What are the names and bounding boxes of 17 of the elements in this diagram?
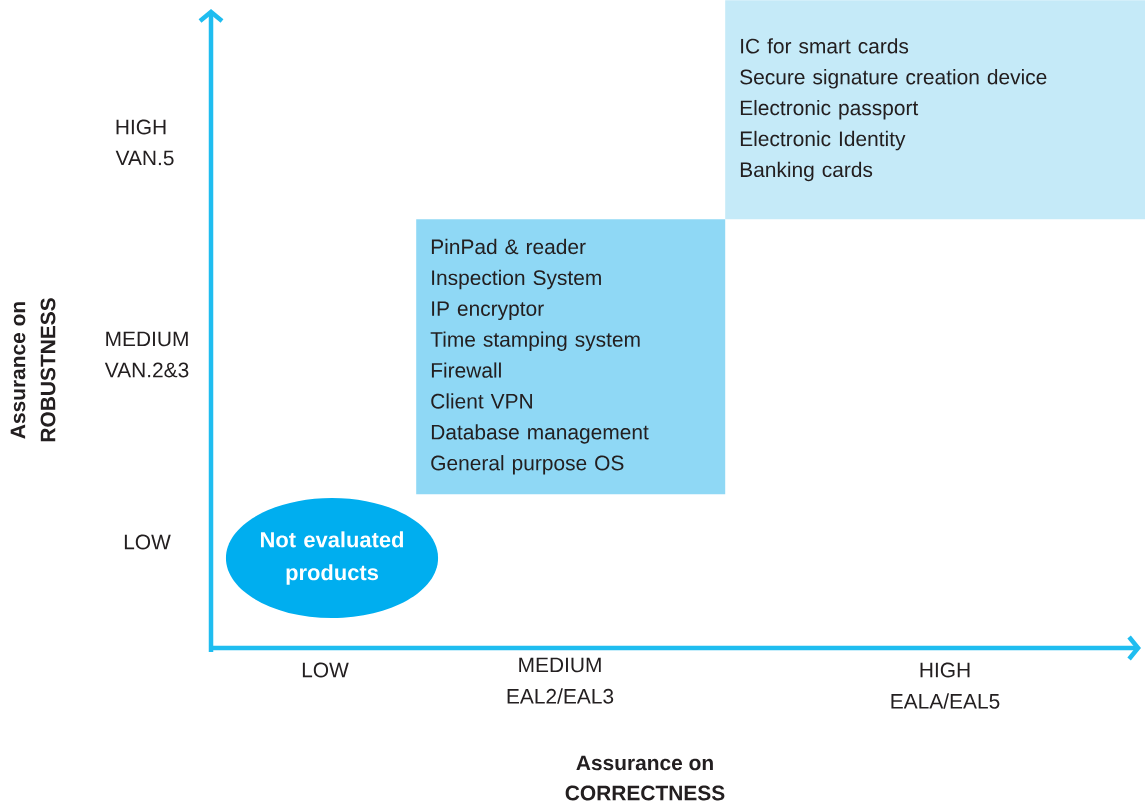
axis-tick-label: VAN.5 <box>115 150 174 166</box>
axis-tick-label: MEDIUM <box>106 331 188 347</box>
product-box: IC for smart cards Secure signature creation device Electronic passport Electronic Identity Banking cards <box>725 0 1145 220</box>
axis-tick-label: MEDIUM <box>519 657 601 673</box>
axis-title: Assurance on <box>10 302 26 439</box>
axis-tick-label: HIGH <box>116 119 166 135</box>
axis-tick-label: EAL2/EAL3 <box>507 688 614 704</box>
axis-tick-label: VAN.2&3 <box>104 362 189 378</box>
axis-title: Assurance on <box>576 755 713 771</box>
axis-tick-label: HIGH <box>920 662 970 678</box>
product-box: PinPad & reader Inspection System IP encryptor Time stamping system Firewall Client VPN Database management General purpose OS <box>416 219 726 495</box>
axis-title: ROBUSTNESS <box>40 298 56 442</box>
ellipse-node: Not evaluated products <box>225 498 439 618</box>
axis-tick-label: EALA/EAL5 <box>891 693 1000 709</box>
axis-tick-label: LOW <box>302 662 349 678</box>
axis-tick-label: LOW <box>124 534 171 550</box>
axis-title: CORRECTNESS <box>565 785 725 801</box>
